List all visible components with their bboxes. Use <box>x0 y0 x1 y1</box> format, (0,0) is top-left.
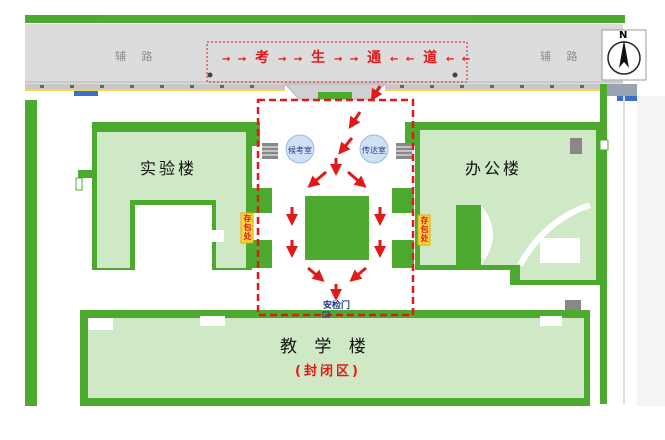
channel-arrow-4: ← ← <box>390 54 417 65</box>
security-gate-mark <box>322 311 330 318</box>
route-arrows <box>286 85 386 301</box>
candidate-channel-box <box>206 41 468 83</box>
reception-room-label: 传达室 <box>362 146 386 155</box>
lab-building-label: 实验楼 <box>140 159 198 178</box>
security-gate-label: 安检门 <box>323 301 351 311</box>
storage-left-label: 存包处 <box>243 214 252 241</box>
waiting-room-label: 候考室 <box>288 146 312 155</box>
channel-arrow-3: → → <box>334 54 361 65</box>
sign-right <box>617 96 639 101</box>
channel-char-1: 考 <box>255 50 272 66</box>
sign-left <box>74 91 98 96</box>
central-lawn <box>305 196 369 260</box>
channel-char-2: 生 <box>311 50 328 66</box>
road <box>25 24 623 84</box>
waiting-room <box>285 134 315 164</box>
teaching-building-label: 教 学 楼 <box>280 337 372 357</box>
channel-arrow-2: → → <box>278 54 305 65</box>
channel-arrow-left: → → <box>222 54 249 65</box>
channel-char-3: 通 <box>367 50 384 66</box>
reception-room <box>359 134 389 164</box>
storage-right-box <box>417 214 431 246</box>
route-dashed-box <box>256 98 415 317</box>
channel-arrow-5: ← ← <box>446 54 473 65</box>
office-building-label: 办公楼 <box>465 159 523 178</box>
storage-right-label: 存包处 <box>420 216 429 243</box>
compass-needle <box>619 40 629 68</box>
side-road-left-label: 辅 路 <box>115 50 159 63</box>
storage-left-box <box>240 212 254 244</box>
closed-area-label: (封闭区) <box>295 364 361 379</box>
candidate-channel-label: → → 考 → → 生 → → 通 ← ← 道 ← ← <box>222 47 472 67</box>
side-road-right-label: 辅 路 <box>540 50 584 63</box>
curb-left <box>25 84 285 89</box>
left-green-border <box>25 100 37 406</box>
channel-char-4: 道 <box>423 50 440 66</box>
north-label: N <box>619 30 628 41</box>
